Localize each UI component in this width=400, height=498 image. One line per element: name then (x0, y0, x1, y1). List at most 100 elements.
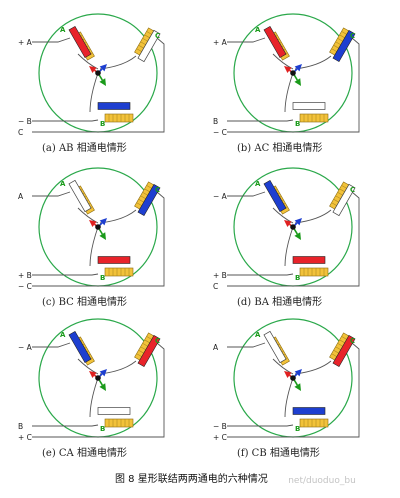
winding-holder-b-panel-1 (299, 113, 329, 123)
rotor-arrow-green (294, 383, 301, 391)
star-wire-a (77, 358, 99, 375)
star-wire-a (77, 53, 99, 70)
coil-letter-b: B (295, 120, 300, 128)
wire-a (227, 342, 266, 348)
watermark-text: net/duoduo_bu (288, 476, 356, 486)
coil-c-panel-5 (332, 334, 356, 368)
star-wire-a (272, 53, 294, 70)
terminal-label-1: + B (18, 271, 32, 280)
coil-c-panel-2 (137, 183, 161, 217)
wire-b (227, 273, 294, 276)
star-wire-b (284, 377, 294, 418)
wire-b (32, 273, 99, 276)
terminal-label-1: + B (213, 271, 227, 280)
wire-b (227, 424, 294, 427)
rotor-arrow-red (284, 66, 292, 73)
rotor-arrow-blue (294, 218, 302, 226)
rotor-arrow-green (99, 383, 106, 391)
wire-a (32, 37, 71, 43)
coil-a-panel-4 (68, 330, 92, 364)
coil-b-panel-3 (292, 256, 326, 264)
rotor-center-dot (290, 375, 296, 381)
rotor-center-dot (95, 70, 101, 76)
star-wire-b (284, 226, 294, 267)
star-wire-b (89, 72, 99, 113)
panel-caption-2: (c) BC 相通电情形 (42, 295, 127, 308)
terminal-label-0: + A (18, 38, 33, 47)
coil-letter-a: A (60, 331, 66, 339)
coil-letter-c: C (155, 337, 160, 345)
terminal-label-0: A (213, 343, 219, 352)
rotor-center-dot (290, 70, 296, 76)
winding-holder-b-panel-5 (299, 418, 329, 428)
rotor-arrow-green (294, 78, 301, 86)
coil-letter-b: B (295, 274, 300, 282)
star-wire-b (89, 377, 99, 418)
wire-a (32, 191, 71, 197)
coil-letter-a: A (60, 180, 66, 188)
winding-holder-b-panel-3 (299, 267, 329, 277)
motor-panel-0: ABC+ A− BC(a) AB 相通电情形 (18, 13, 165, 154)
panel-caption-0: (a) AB 相通电情形 (42, 141, 127, 154)
terminal-label-1: B (18, 422, 23, 431)
coil-c-panel-0 (137, 29, 161, 63)
coil-letter-b: B (100, 425, 105, 433)
rotor-arrow-blue (294, 64, 302, 72)
wire-c (227, 37, 360, 133)
rotor-arrow-red (284, 371, 292, 378)
winding-holder-b-panel-0 (104, 113, 134, 123)
coil-letter-a: A (255, 180, 261, 188)
coil-b-panel-0 (97, 102, 131, 110)
wire-c (227, 342, 360, 438)
terminal-label-2: − C (213, 128, 227, 137)
terminal-label-2: + C (213, 433, 227, 442)
terminal-label-2: C (18, 128, 23, 137)
wire-c (227, 191, 360, 287)
coil-a-panel-1 (263, 25, 287, 59)
terminal-label-2: C (213, 282, 218, 291)
rotor-arrow-red (89, 220, 97, 227)
wire-b (32, 424, 99, 427)
coil-letter-b: B (295, 425, 300, 433)
motor-panel-1: ABC+ AB− C(b) AC 相通电情形 (213, 13, 360, 154)
rotor-arrow-red (284, 220, 292, 227)
coil-b-panel-2 (97, 256, 131, 264)
rotor-arrow-blue (294, 369, 302, 377)
wire-a (227, 37, 266, 43)
terminal-label-1: B (213, 117, 218, 126)
star-wire-a (77, 207, 99, 224)
terminal-label-0: + A (213, 38, 228, 47)
coil-letter-a: A (255, 26, 261, 34)
wire-b (227, 119, 294, 122)
terminal-label-1: − B (18, 117, 32, 126)
panel-caption-4: (e) CA 相通电情形 (42, 446, 127, 459)
terminal-label-0: − A (213, 192, 228, 201)
coil-letter-a: A (255, 331, 261, 339)
rotor-arrow-green (99, 232, 106, 240)
coil-b-panel-5 (292, 407, 326, 415)
rotor-arrow-red (89, 371, 97, 378)
wire-b (32, 119, 99, 122)
coil-letter-c: C (350, 186, 355, 194)
wire-c (32, 37, 165, 133)
coil-letter-b: B (100, 274, 105, 282)
star-wire-a (272, 358, 294, 375)
rotor-arrow-green (294, 232, 301, 240)
rotor-arrow-red (89, 66, 97, 73)
coil-b-panel-1 (292, 102, 326, 110)
winding-holder-b-panel-4 (104, 418, 134, 428)
coil-a-panel-3 (263, 179, 287, 213)
coil-a-panel-2 (68, 179, 92, 213)
terminal-label-2: + C (18, 433, 32, 442)
star-wire-b (284, 72, 294, 113)
figure-title: 图 8 星形联结两两通电的六种情况 (115, 472, 268, 485)
motor-panel-4: ABC− AB+ C(e) CA 相通电情形 (18, 318, 165, 459)
wire-c (32, 191, 165, 287)
terminal-label-0: A (18, 192, 24, 201)
winding-holder-b-panel-2 (104, 267, 134, 277)
rotor-center-dot (290, 224, 296, 230)
coil-letter-a: A (60, 26, 66, 34)
